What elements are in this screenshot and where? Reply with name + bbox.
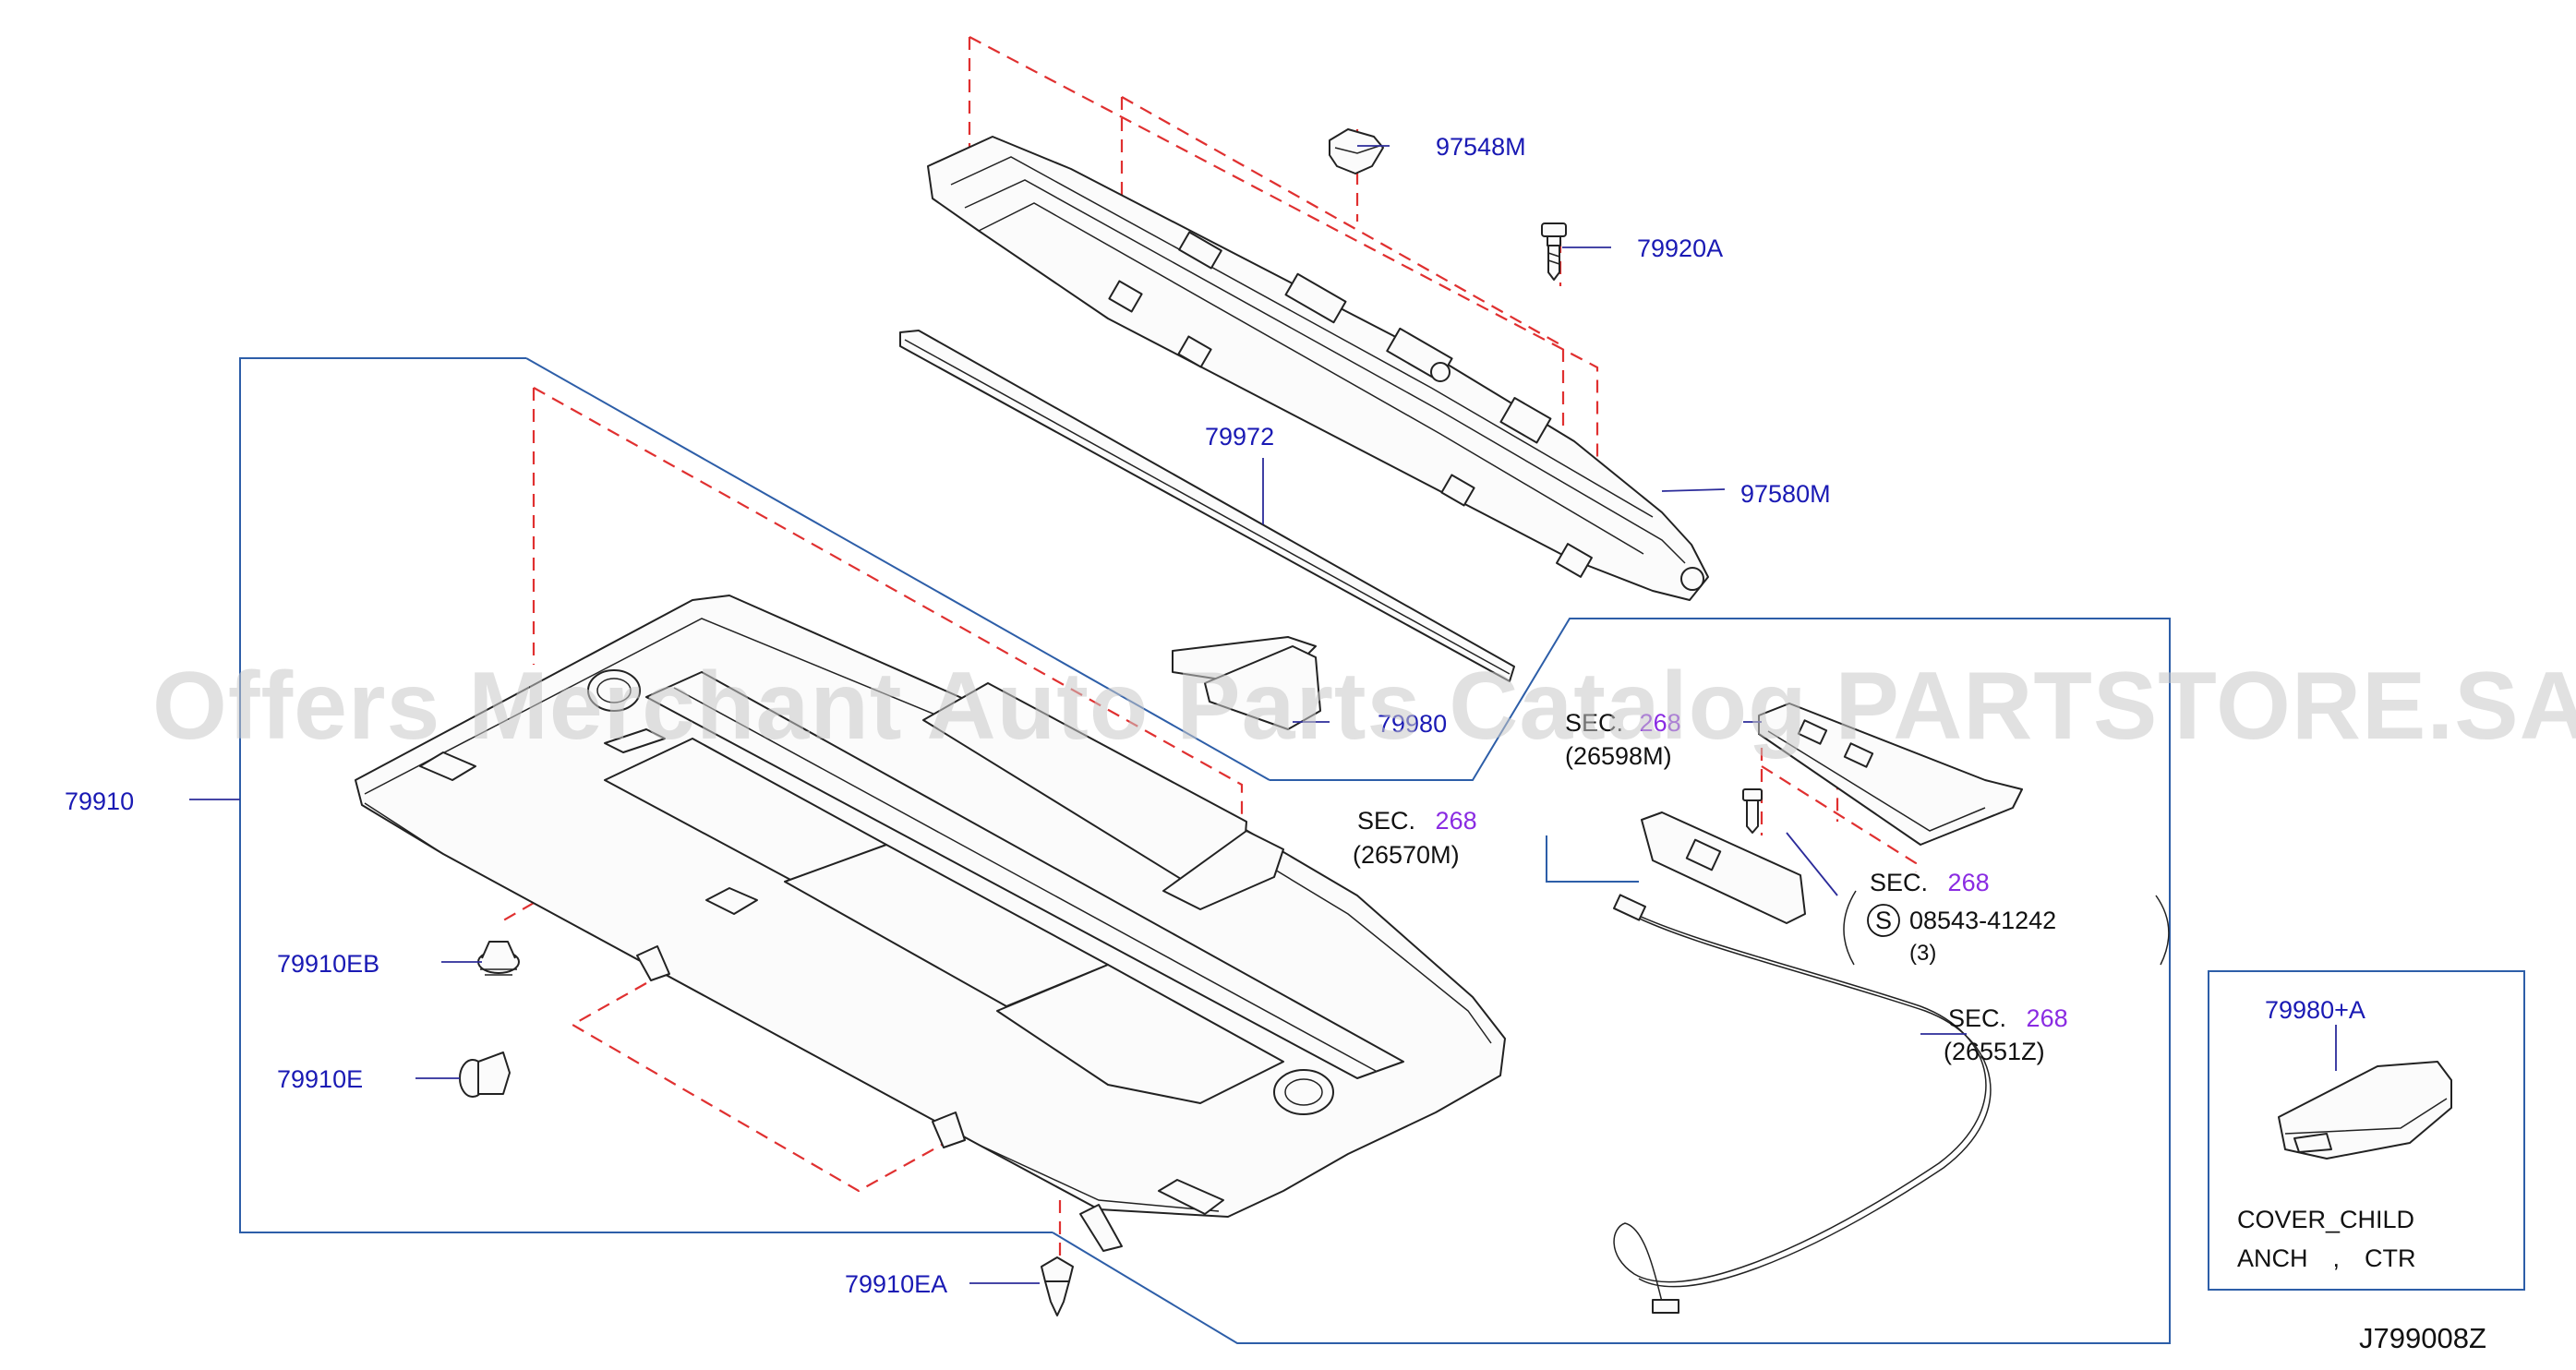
- label-97580m[interactable]: 97580M: [1740, 480, 1831, 508]
- label-79980a[interactable]: 79980+A: [2265, 996, 2365, 1024]
- label-79972[interactable]: 79972: [1205, 423, 1274, 451]
- screw-group-bracket-right: [2155, 895, 2170, 966]
- sec-label-26551z[interactable]: SEC. 268: [1948, 1004, 2068, 1032]
- assembly-frame-diagonal: [525, 357, 1270, 781]
- sec-26570m-bracket: [1546, 835, 1639, 883]
- assembly-frame-79910: [239, 357, 1053, 1233]
- screw-08543-41242[interactable]: [1742, 788, 1763, 834]
- rear-parcel-shelf-79910[interactable]: [355, 595, 1506, 1252]
- label-79920a[interactable]: 79920A: [1637, 234, 1723, 262]
- diagram-code: J799008Z: [2359, 1322, 2486, 1354]
- label-79910ea[interactable]: 79910EA: [845, 1270, 947, 1298]
- screw-symbol: S: [1875, 907, 1892, 934]
- sec-label-screw[interactable]: SEC. 268: [1870, 869, 1990, 896]
- inset-caption-line1: COVER_CHILD: [2237, 1206, 2414, 1233]
- screw-symbol-circle: [1867, 904, 1900, 937]
- clip-79910eb[interactable]: [477, 941, 520, 976]
- watermark: Offers Merchant Auto Parts Catalog PARTS…: [152, 653, 2576, 760]
- screw-group-bracket-left: [1843, 890, 1857, 966]
- harness-26551z[interactable]: [1613, 894, 1992, 1314]
- sec-ref-26551z: (26551Z): [1944, 1038, 2045, 1065]
- sec-label-26598m[interactable]: SEC. 268: [1565, 709, 1681, 737]
- clip-79910ea[interactable]: [1041, 1256, 1074, 1316]
- inset-caption-line2: ANCH , CTR: [2237, 1244, 2416, 1272]
- bolt-79920a[interactable]: [1541, 222, 1567, 281]
- bracket-26598m[interactable]: [1758, 703, 2023, 846]
- screw-quantity: (3): [1909, 941, 1936, 966]
- screw-part-number[interactable]: 08543-41242: [1909, 907, 2056, 934]
- label-79910[interactable]: 79910: [65, 787, 134, 815]
- label-79910e[interactable]: 79910E: [277, 1065, 363, 1093]
- inset-frame: [2208, 970, 2525, 1291]
- child-anchor-cover-79980a[interactable]: [2278, 1061, 2452, 1160]
- clip-97548m[interactable]: [1329, 128, 1384, 174]
- sec-label-26570m[interactable]: SEC. 268: [1357, 807, 1477, 835]
- label-79910eb[interactable]: 79910EB: [277, 950, 379, 978]
- sec-ref-26598m: (26598M): [1565, 742, 1672, 770]
- label-79980[interactable]: 79980: [1378, 710, 1447, 738]
- seal-strip-79972[interactable]: [899, 330, 1515, 682]
- sec-ref-26570m: (26570M): [1353, 841, 1460, 869]
- leader-lines: [189, 145, 2337, 1284]
- clip-79910e[interactable]: [459, 1052, 511, 1098]
- cover-79980[interactable]: [1204, 645, 1321, 730]
- sub-assembly-frame: [1052, 618, 2171, 1344]
- retractor-rail-97580m[interactable]: [927, 136, 1709, 601]
- label-97548m[interactable]: 97548M: [1436, 133, 1526, 161]
- module-26570m[interactable]: [1641, 811, 1806, 924]
